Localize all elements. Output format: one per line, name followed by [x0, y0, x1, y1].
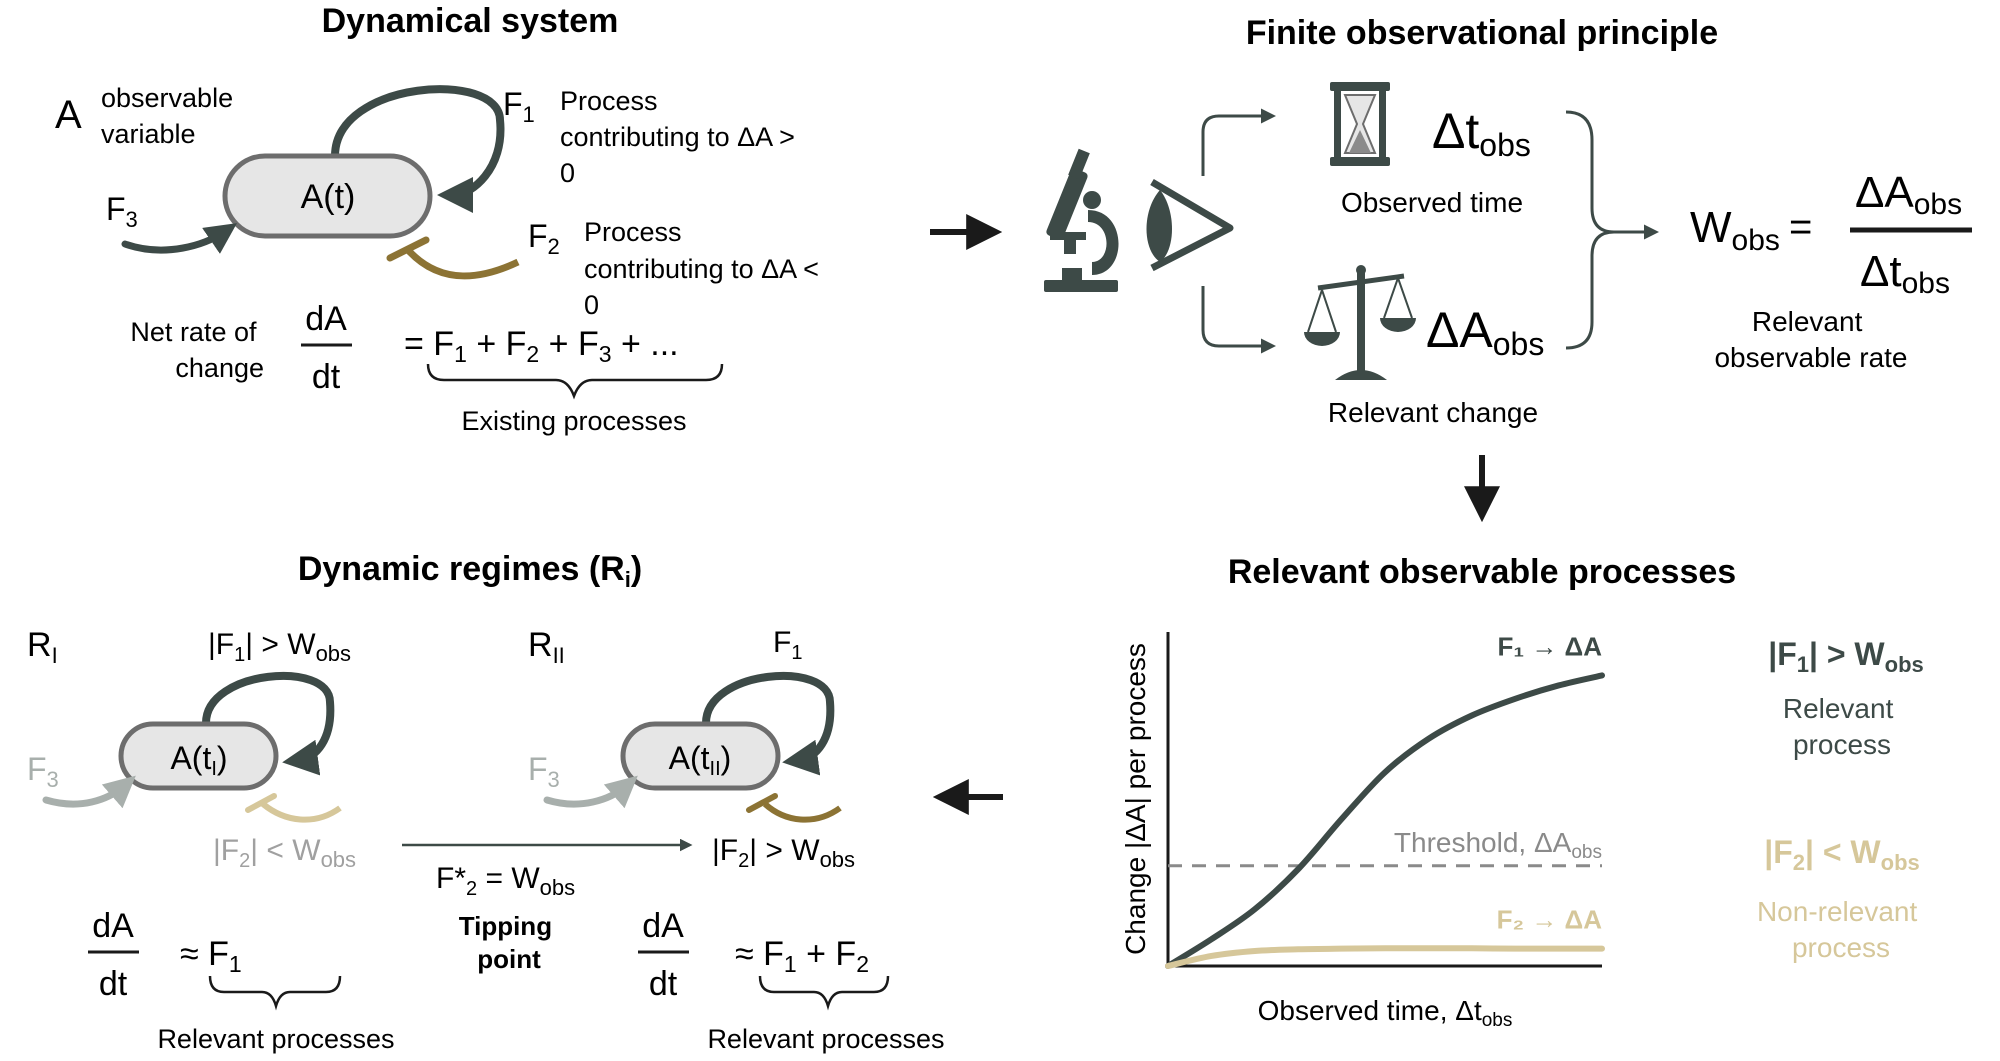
regime-i-f2-bar — [245, 793, 277, 813]
relevant-observable-rate-label: Relevant observable rate — [1714, 306, 1907, 373]
series-line-2 — [1165, 945, 1605, 969]
eq1-numerator: dA — [92, 907, 134, 945]
chart-x-label: Observed time, Δtobs — [1258, 995, 1513, 1031]
f1-relevant-desc: Relevant process — [1783, 693, 1901, 760]
regime-i-f3-label: F3 — [27, 751, 59, 792]
relevant-processes-brace-1 — [208, 975, 342, 1011]
combine-brace — [1565, 110, 1615, 350]
node-a-t — [222, 153, 433, 239]
regime-i-label: RI — [27, 626, 58, 668]
delta-a-obs: ΔAobs — [1426, 302, 1544, 362]
hourglass-icon — [1330, 82, 1390, 166]
sum-equation: = F1 + F2 + F3 + ... — [404, 325, 679, 367]
regime-ii-f1-label: F1 — [773, 626, 802, 664]
eye-icon — [1146, 178, 1234, 272]
existing-processes-brace — [426, 363, 724, 400]
regime-ii-f3-arrow — [543, 775, 638, 809]
f2-label: F2 — [528, 218, 560, 259]
finite-principle-title: Finite observational principle — [1246, 14, 1718, 52]
regime-ii-f1-loop — [702, 671, 835, 776]
f1-relevant-label: |F1| > Wobs — [1768, 636, 1924, 677]
tipping-point-label: Tipping point — [459, 911, 560, 974]
dynamical-system-panel: Dynamical system A observable variable A… — [55, 2, 826, 436]
series-label-1: F₁ → ΔA — [1497, 631, 1602, 661]
regime-i-f2-inhibitor — [261, 801, 342, 823]
f1-feedback-arrow — [331, 85, 505, 213]
regime-ii-node-label: A(tII) — [669, 740, 732, 780]
regime-i-f1-condition: |F1| > Wobs — [208, 628, 351, 666]
relevant-processes-label-2: Relevant processes — [707, 1024, 944, 1054]
threshold-label: Threshold, ΔAobs — [1394, 827, 1602, 863]
observable-variable-letter: A — [55, 93, 82, 137]
process-change-chart: Threshold, ΔAobs F₁ → ΔA F₂ → ΔA Observed t… — [1120, 631, 1605, 1031]
microscope-icon — [1044, 148, 1119, 292]
eq1-denominator: dt — [99, 965, 128, 1003]
eq2-denominator: dt — [649, 965, 678, 1003]
dynamic-regimes-title: Dynamic regimes (Ri) — [298, 550, 642, 592]
regime-i-node — [118, 721, 279, 791]
regime-i-f3-arrow — [42, 775, 136, 809]
f2-inhibitor-curve — [405, 247, 520, 280]
eq2-rhs: ≈ F1 + F2 — [735, 935, 869, 977]
relevant-change-label: Relevant change — [1328, 397, 1538, 428]
regime-i-f1-loop — [202, 671, 335, 776]
f1-description: Process contributing to ΔA > 0 — [560, 86, 802, 188]
f2-description: Process contributing to ΔA < 0 — [584, 217, 826, 320]
regime-ii-f3-label: F3 — [528, 751, 560, 792]
series-line-1 — [1165, 672, 1605, 969]
dynamic-regimes-panel: Dynamic regimes (Ri) RI |F1| > Wobs A(tI… — [27, 550, 945, 1054]
branch-arrow-up — [1201, 108, 1276, 176]
derivative-denominator: dt — [312, 358, 341, 396]
derivative-numerator: dA — [305, 300, 347, 338]
node-a-t-label: A(t) — [301, 178, 356, 216]
f3-input-arrow — [121, 223, 238, 254]
rate-fraction-denominator: Δtobs — [1860, 247, 1950, 300]
rate-fraction-numerator: ΔAobs — [1855, 168, 1962, 221]
observable-variable-desc: observable variable — [101, 83, 241, 149]
chart-y-label: Change |ΔA| per process — [1120, 643, 1151, 955]
branch-arrow-down — [1201, 286, 1276, 354]
observed-time-label: Observed time — [1341, 187, 1523, 218]
tipping-point-equation: F*2 = Wobs — [436, 862, 575, 900]
dynamical-system-title: Dynamical system — [322, 2, 619, 40]
eq1-rhs: ≈ F1 — [180, 935, 242, 977]
w-obs: Wobs — [1690, 203, 1780, 257]
f2-nonrelevant-label: |F2| < Wobs — [1764, 834, 1920, 875]
delta-t-obs: Δtobs — [1432, 103, 1531, 163]
regime-ii-f2-condition: |F2| > Wobs — [712, 834, 855, 872]
regime-i-node-label: A(tI) — [170, 740, 227, 780]
f2-inhibitor-bar — [386, 236, 430, 262]
relevant-processes-title: Relevant observable processes — [1228, 553, 1736, 591]
scale-icon — [1304, 265, 1416, 380]
finite-observational-principle-panel: Finite observational principle — [1044, 14, 1972, 428]
existing-processes-label: Existing processes — [461, 406, 686, 436]
eq2-numerator: dA — [642, 907, 684, 945]
rate-equals-sign: = — [1789, 205, 1812, 249]
f1-label: F1 — [503, 86, 535, 127]
relevant-processes-label-1: Relevant processes — [157, 1024, 394, 1054]
regime-ii-f2-bar — [746, 793, 778, 813]
series-label-2: F₂ → ΔA — [1497, 905, 1603, 935]
regime-ii-label: RII — [528, 626, 565, 668]
f3-label: F3 — [106, 191, 138, 232]
net-rate-label: Net rate of change — [130, 317, 264, 383]
f2-nonrelevant-desc: Non-relevant process — [1757, 896, 1925, 963]
relevant-processes-brace-2 — [758, 975, 890, 1011]
relevant-observable-processes-panel: Relevant observable processes Threshold,… — [1120, 553, 1925, 1031]
regime-ii-f2-inhibitor — [762, 801, 842, 823]
regime-i-f2-condition: |F2| < Wobs — [213, 834, 356, 872]
regime-ii-node — [620, 721, 781, 791]
